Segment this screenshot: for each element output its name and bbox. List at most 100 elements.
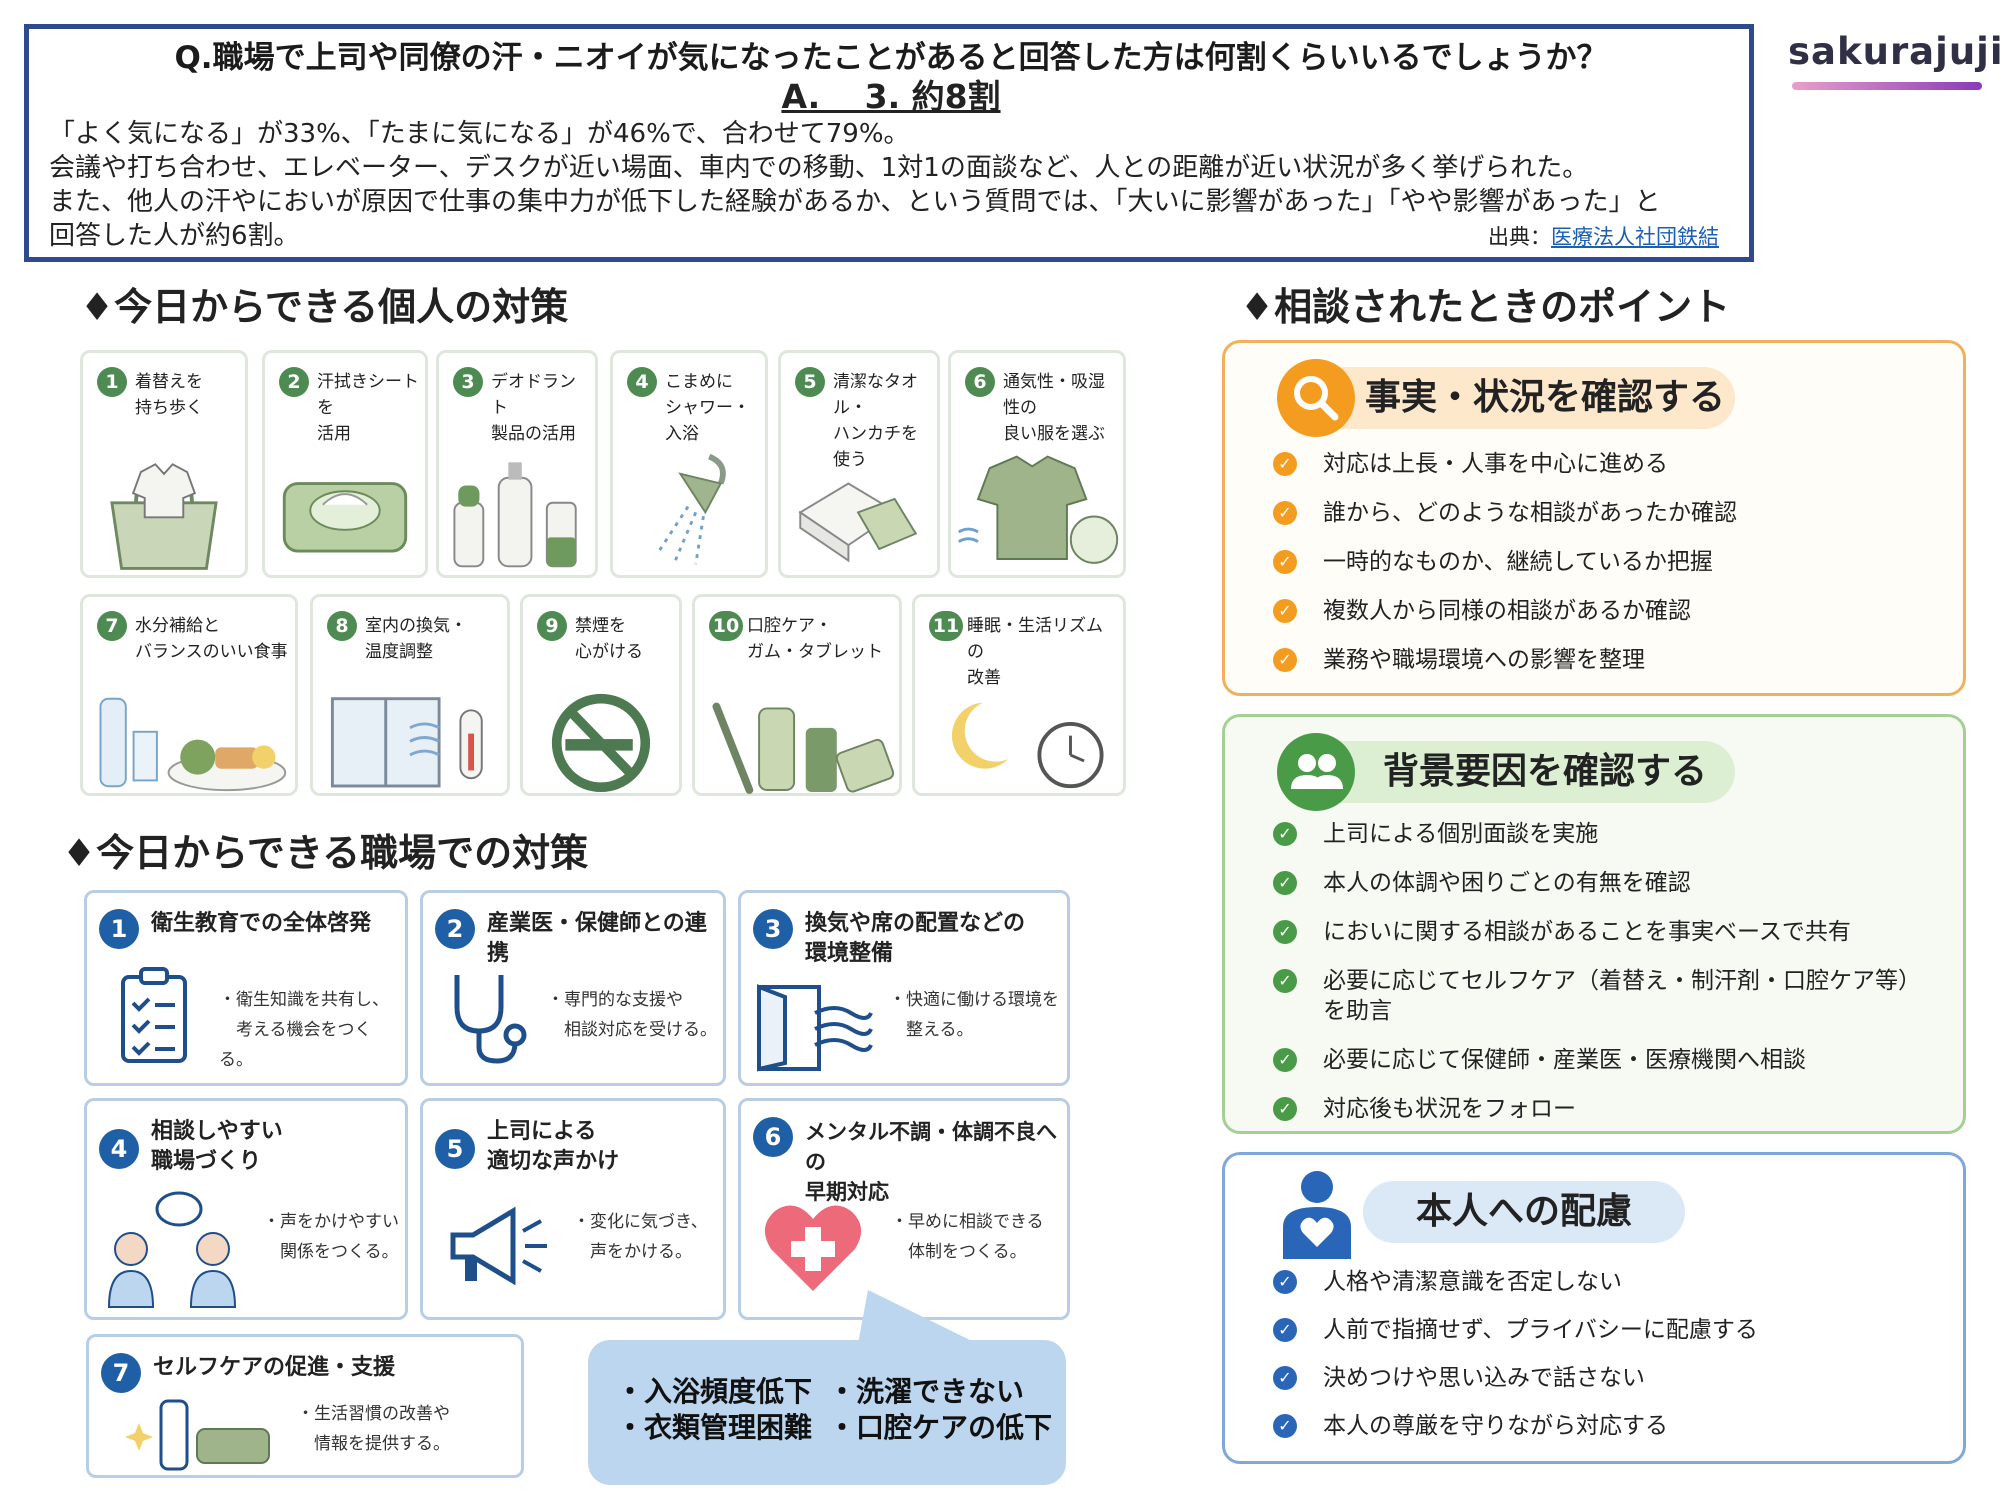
- heart-cross-icon: [764, 1205, 862, 1291]
- personal-card-9: 9 禁煙を 心がける: [520, 594, 682, 796]
- card-label: こまめに シャワー・入浴: [665, 372, 750, 444]
- card-title: メンタル不調・体調不良への 早期対応: [805, 1120, 1057, 1204]
- card-description: ・衛生知識を共有し、 考える機会をつくる。: [219, 990, 389, 1070]
- check-icon: ✓: [1273, 1048, 1297, 1072]
- card-title: セルフケアの促進・支援: [153, 1355, 396, 1380]
- card-title: 換気や席の配置などの 環境整備: [805, 911, 1026, 966]
- card-title: 上司による 適切な声かけ: [487, 1119, 620, 1174]
- check-icon: ✓: [1273, 871, 1297, 895]
- list-item: ✓対応後も状況をフォロー: [1273, 1094, 1943, 1124]
- workplace-card-1: 1 衛生教育での全体啓発 ・衛生知識を共有し、 考える機会をつくる。: [84, 890, 408, 1086]
- water-meal-icon: [99, 697, 287, 792]
- card-title: 産業医・保健師との連携: [487, 911, 707, 966]
- panel-facts: 事実・状況を確認する ✓対応は上長・人事を中心に進める ✓誰から、どのような相談…: [1222, 340, 1966, 696]
- card-description: ・生活習慣の改善や 情報を提供する。: [297, 1404, 450, 1454]
- card-number: 11: [929, 611, 963, 641]
- conversation-icon: [107, 1191, 237, 1308]
- card-number: 7: [97, 611, 127, 641]
- check-icon: ✓: [1273, 1270, 1297, 1294]
- window-wind-icon: [757, 984, 873, 1072]
- personal-card-8: 8 室内の換気・ 温度調整: [310, 594, 510, 796]
- card-number: 4: [627, 367, 657, 397]
- list-item: ✓本人の尊厳を守りながら対応する: [1273, 1411, 1943, 1441]
- check-icon: ✓: [1273, 648, 1297, 672]
- panel-list: ✓人格や清潔意識を否定しない ✓人前で指摘せず、プライバシーに配慮する ✓決めつ…: [1273, 1267, 1943, 1441]
- workplace-card-7: 7 セルフケアの促進・支援 ・生活習慣の改善や 情報を提供する。: [86, 1334, 524, 1478]
- item-text: においに関する相談があることを事実ベースで共有: [1323, 919, 1851, 945]
- card-label: 通気性・吸湿性の 良い服を選ぶ: [1003, 372, 1105, 444]
- panel-title: 背景要因を確認する: [1295, 741, 1735, 803]
- moon-clock-icon: [951, 702, 1104, 789]
- check-icon: ✓: [1273, 822, 1297, 846]
- item-text: 本人の体調や困りごとの有無を確認: [1323, 870, 1691, 896]
- list-item: ✓ 業務や職場環境への影響を整理: [1273, 645, 1943, 675]
- personal-heading: ♦今日からできる個人の対策: [80, 285, 569, 329]
- card-label: 水分補給と バランスのいい食事: [135, 616, 288, 662]
- source-note: 出典：医療法人社団鉄結: [1488, 221, 1719, 251]
- checklist-icon: [121, 967, 187, 1063]
- check-icon: ✓: [1273, 501, 1297, 525]
- stethoscope-icon: [454, 975, 527, 1064]
- list-item: ✓必要に応じて保健師・産業医・医療機関へ相談: [1273, 1045, 1943, 1075]
- card-number: 7: [101, 1353, 141, 1393]
- check-icon: ✓: [1273, 1414, 1297, 1438]
- list-item: ✓ においに関する相談があることを事実ベースで共有: [1273, 917, 1943, 947]
- item-text: 複数人から同様の相談があるか確認: [1323, 598, 1691, 624]
- wet-wipes-icon: [282, 482, 408, 553]
- item-text: 上司による個別面談を実施: [1323, 821, 1599, 847]
- card-number: 2: [279, 367, 309, 397]
- summary-line-2: 会議や打ち合わせ、エレベーター、デスクが近い場面、車内での移動、1対1の面談など…: [49, 153, 1589, 183]
- check-icon: ✓: [1273, 969, 1297, 993]
- card-number: 5: [795, 367, 825, 397]
- personal-card-3: 3 デオドラント 製品の活用: [436, 350, 598, 578]
- workplace-card-3: 3 換気や席の配置などの 環境整備 ・快適に働ける環境を 整える。: [738, 890, 1070, 1086]
- question-box: Q.職場で上司や同僚の汗・ニオイが気になったことがあると回答した方は何割くらいい…: [24, 24, 1754, 262]
- panel-background: 背景要因を確認する ✓ 上司による個別面談を実施 ✓ 本人の体調や困りごとの有無を確…: [1222, 714, 1966, 1134]
- list-item: ✓決めつけや思い込みで話さない: [1273, 1363, 1943, 1393]
- towel-icon: [798, 482, 918, 563]
- source-label: 出典：: [1488, 225, 1551, 249]
- workplace-card-6: 6 メンタル不調・体調不良への 早期対応 ・早めに相談できる 体制をつくる。: [738, 1098, 1070, 1320]
- workplace-heading: ♦今日からできる職場での対策: [62, 831, 589, 875]
- person-heart-icon: [1283, 1171, 1351, 1259]
- shower-icon: [657, 453, 726, 565]
- summary-line-4: 回答した人が約6割。: [49, 221, 300, 251]
- summary-line-1: 「よく気になる」が33%、「たまに気になる」が46%で、合わせて79%。: [49, 119, 910, 149]
- list-item: ✓必要に応じてセルフケア（着替え・制汗剤・口腔ケア等） を助言: [1273, 966, 1943, 1026]
- personal-card-11: 11 睡眠・生活リズムの 改善: [912, 594, 1126, 796]
- bubble-item-2: ・洗濯できない: [828, 1375, 1025, 1408]
- item-text: 人前で指摘せず、プライバシーに配慮する: [1323, 1317, 1758, 1343]
- card-description: ・変化に気づき、 声をかける。: [573, 1212, 708, 1262]
- card-description: ・声をかけやすい 関係をつくる。: [263, 1212, 399, 1262]
- workplace-card-4: 4 相談しやすい 職場づくり ・声をかけやすい 関係をつくる。: [84, 1098, 408, 1320]
- check-icon: ✓: [1273, 920, 1297, 944]
- window-thermometer-icon: [330, 697, 483, 788]
- consult-heading: ♦相談されたときのポイント: [1240, 285, 1731, 329]
- source-link[interactable]: 医療法人社団鉄結: [1551, 225, 1719, 249]
- card-number: 3: [453, 367, 483, 397]
- bubble-item-1: ・入浴頻度低下: [616, 1375, 813, 1408]
- card-number: 6: [753, 1117, 793, 1157]
- card-label: 清潔なタオル・ ハンカチを使う: [833, 372, 918, 470]
- list-item: ✓ 本人の体調や困りごとの有無を確認: [1273, 868, 1943, 898]
- card-title: 衛生教育での全体啓発: [151, 911, 372, 936]
- personal-card-10: 10 口腔ケア・ ガム・タブレット: [692, 594, 902, 796]
- card-label: 室内の換気・ 温度調整: [365, 616, 467, 662]
- list-item: ✓ 上司による個別面談を実施: [1273, 819, 1943, 849]
- check-icon: ✓: [1273, 550, 1297, 574]
- logo-underline: [1792, 82, 1982, 90]
- card-label: 禁煙を 心がける: [575, 616, 643, 662]
- polo-shirt-icon: [957, 455, 1119, 564]
- list-item: ✓対応は上長・人事を中心に進める: [1273, 449, 1943, 479]
- card-label: 睡眠・生活リズムの 改善: [967, 616, 1103, 688]
- check-icon: ✓: [1273, 599, 1297, 623]
- card-number: 4: [99, 1129, 139, 1169]
- deodorant-icon: [453, 462, 577, 568]
- card-description: ・専門的な支援や 相談対応を受ける。: [547, 990, 717, 1040]
- oral-care-icon: [712, 702, 895, 794]
- item-text: 対応後も状況をフォロー: [1323, 1096, 1576, 1122]
- shirt-bag-icon: [110, 463, 218, 570]
- item-text: 業務や職場環境への影響を整理: [1323, 647, 1645, 673]
- card-number: 1: [99, 909, 139, 949]
- panel-title: 事実・状況を確認する: [1295, 367, 1735, 429]
